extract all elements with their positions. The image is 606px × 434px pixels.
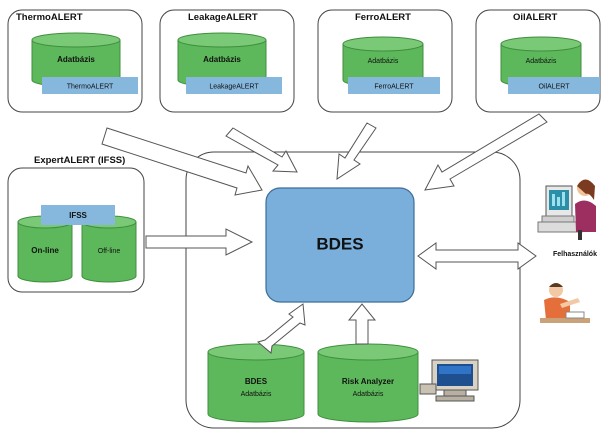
bdes-core-label: BDES: [316, 234, 363, 253]
thermoalert-title: ThermoALERT: [16, 12, 83, 23]
oilalert-title: OilALERT: [513, 12, 558, 23]
oilalert-module-label: OilALERT: [539, 84, 571, 91]
leakagealert-db-label: Adatbázis: [203, 55, 241, 64]
thermoalert-frame: [7, 9, 143, 113]
leakagealert-group: LeakageALERT Adatbázis LeakageALERT: [159, 9, 295, 113]
ferroalert-frame: [317, 9, 453, 113]
ferroalert-module-box: [348, 77, 440, 94]
computer-icon: [419, 359, 479, 402]
bdes-db-name: BDES: [245, 377, 268, 386]
ferroalert-database-cylinder: [342, 36, 424, 88]
leakagealert-frame: [159, 9, 295, 113]
user-thinking-icon: [540, 283, 590, 323]
oilalert-group: OilALERT Adatbázis OilALERT: [475, 9, 601, 113]
ifss-label: IFSS: [69, 211, 87, 220]
ifss-module-box: [41, 205, 115, 225]
expertalert-title: ExpertALERT (IFSS): [34, 155, 125, 166]
oilalert-database-cylinder: [500, 36, 582, 88]
risk-analyzer-sub: Adatbázis: [353, 391, 384, 398]
thermoalert-module-label: ThermoALERT: [67, 84, 114, 91]
arrow-expert-to-bdes: [145, 228, 254, 256]
arrow-thermo-to-bdes: [101, 127, 263, 196]
offline-label: Off-line: [98, 248, 121, 255]
expertalert-frame: [7, 167, 145, 293]
bdes-core-box: [265, 187, 415, 303]
user-at-computer-icon: [537, 179, 596, 240]
expertalert-group: ExpertALERT (IFSS) IFSS On-line Off-line: [7, 155, 145, 293]
thermoalert-module-box: [42, 77, 138, 94]
leakagealert-module-label: LeakageALERT: [209, 84, 259, 91]
risk-analyzer-database-cylinder: [317, 343, 419, 423]
ferroalert-title: FerroALERT: [355, 12, 411, 23]
thermoalert-db-label: Adatbázis: [57, 55, 95, 64]
arrow-bdes-users-bidirectional: [417, 242, 537, 270]
bdes-db-sub: Adatbázis: [241, 391, 272, 398]
arrow-leakage-to-bdes: [225, 127, 298, 173]
leakagealert-title: LeakageALERT: [188, 12, 258, 23]
ferroalert-db-label: Adatbázis: [368, 58, 399, 65]
ferroalert-group: FerroALERT Adatbázis FerroALERT: [317, 9, 453, 113]
ferroalert-module-label: FerroALERT: [374, 84, 414, 91]
thermoalert-group: ThermoALERT Adatbázis ThermoALERT: [7, 9, 143, 113]
arrow-risk-to-bdes: [347, 303, 377, 345]
oilalert-db-label: Adatbázis: [526, 58, 557, 65]
risk-analyzer-name: Risk Analyzer: [342, 377, 394, 386]
bdes-database-cylinder: [207, 343, 305, 423]
arrow-bdes-db-bidirectional: [256, 303, 306, 354]
oilalert-module-box: [508, 77, 600, 94]
oilalert-frame: [475, 9, 601, 113]
online-label: On-line: [31, 246, 59, 255]
arrow-oil-to-bdes: [424, 113, 548, 191]
users-label: Felhasználók: [553, 251, 597, 258]
arrow-ferro-to-bdes: [336, 122, 377, 180]
leakagealert-module-box: [186, 77, 282, 94]
